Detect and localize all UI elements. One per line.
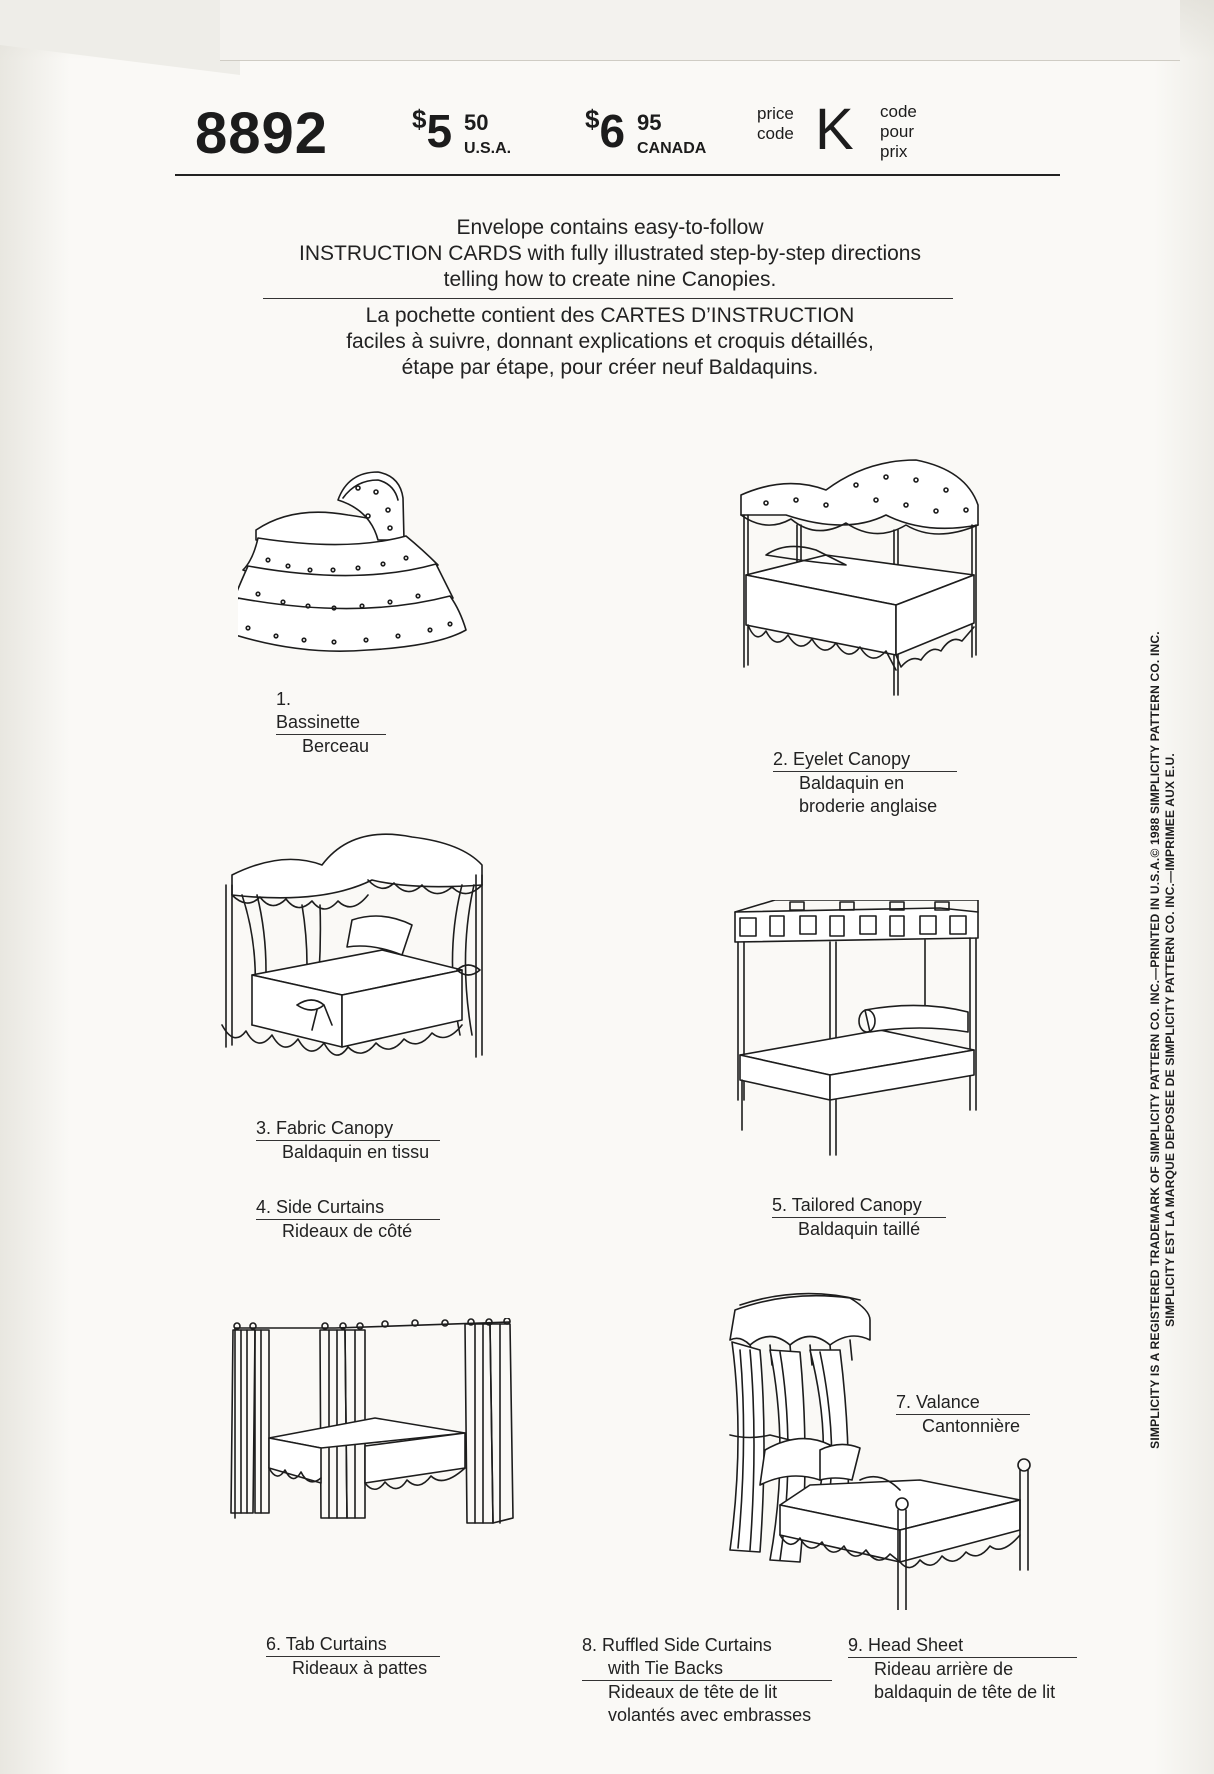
tab-curtains-illustration [230,1318,514,1524]
item-6-label: 6. Tab Curtains Rideaux à pattes [266,1633,440,1680]
eyelet-canopy-illustration [740,459,979,696]
item-5-label: 5. Tailored Canopy Baldaquin taillé [772,1194,946,1241]
price-canada: $6 95 CANADA [585,104,707,157]
fabric-canopy-illustration [221,833,483,1058]
intro-divider [263,298,953,299]
copyright-notice: SIMPLICITY IS A REGISTERED TRADEMARK OF … [1148,631,1177,1449]
price-code-label: price code [757,104,794,143]
item-1-label: 1. Bassinette Berceau [276,688,386,758]
price-code-letter: K [815,97,854,162]
item-4-label: 4. Side Curtains Rideaux de côté [256,1196,440,1243]
price-header: 8892 $5 50 U.S.A. $6 95 CANADA price cod… [175,94,1060,176]
item-3-label: 3. Fabric Canopy Baldaquin en tissu [256,1117,440,1164]
code-pour-prix-label: code pour prix [880,102,917,161]
item-9-label: 9. Head Sheet Rideau arrière de baldaqui… [848,1634,1077,1704]
intro-english: Envelope contains easy-to-follow INSTRUC… [298,216,921,291]
valance-headsheet-illustration [729,1292,1031,1610]
price-usa: $5 50 U.S.A. [412,104,512,157]
envelope-flap [220,0,1180,61]
pattern-number: 8892 [195,101,329,166]
bassinette-illustration [238,471,467,652]
item-7-label: 7. Valance Cantonnière [896,1391,1030,1438]
item-2-label: 2. Eyelet Canopy Baldaquin en broderie a… [773,748,957,818]
intro-french: La pochette contient des CARTES D’INSTRU… [346,304,874,379]
tailored-canopy-illustration [734,900,979,1156]
item-8-label: 8. Ruffled Side Curtains with Tie Backs … [582,1634,832,1727]
